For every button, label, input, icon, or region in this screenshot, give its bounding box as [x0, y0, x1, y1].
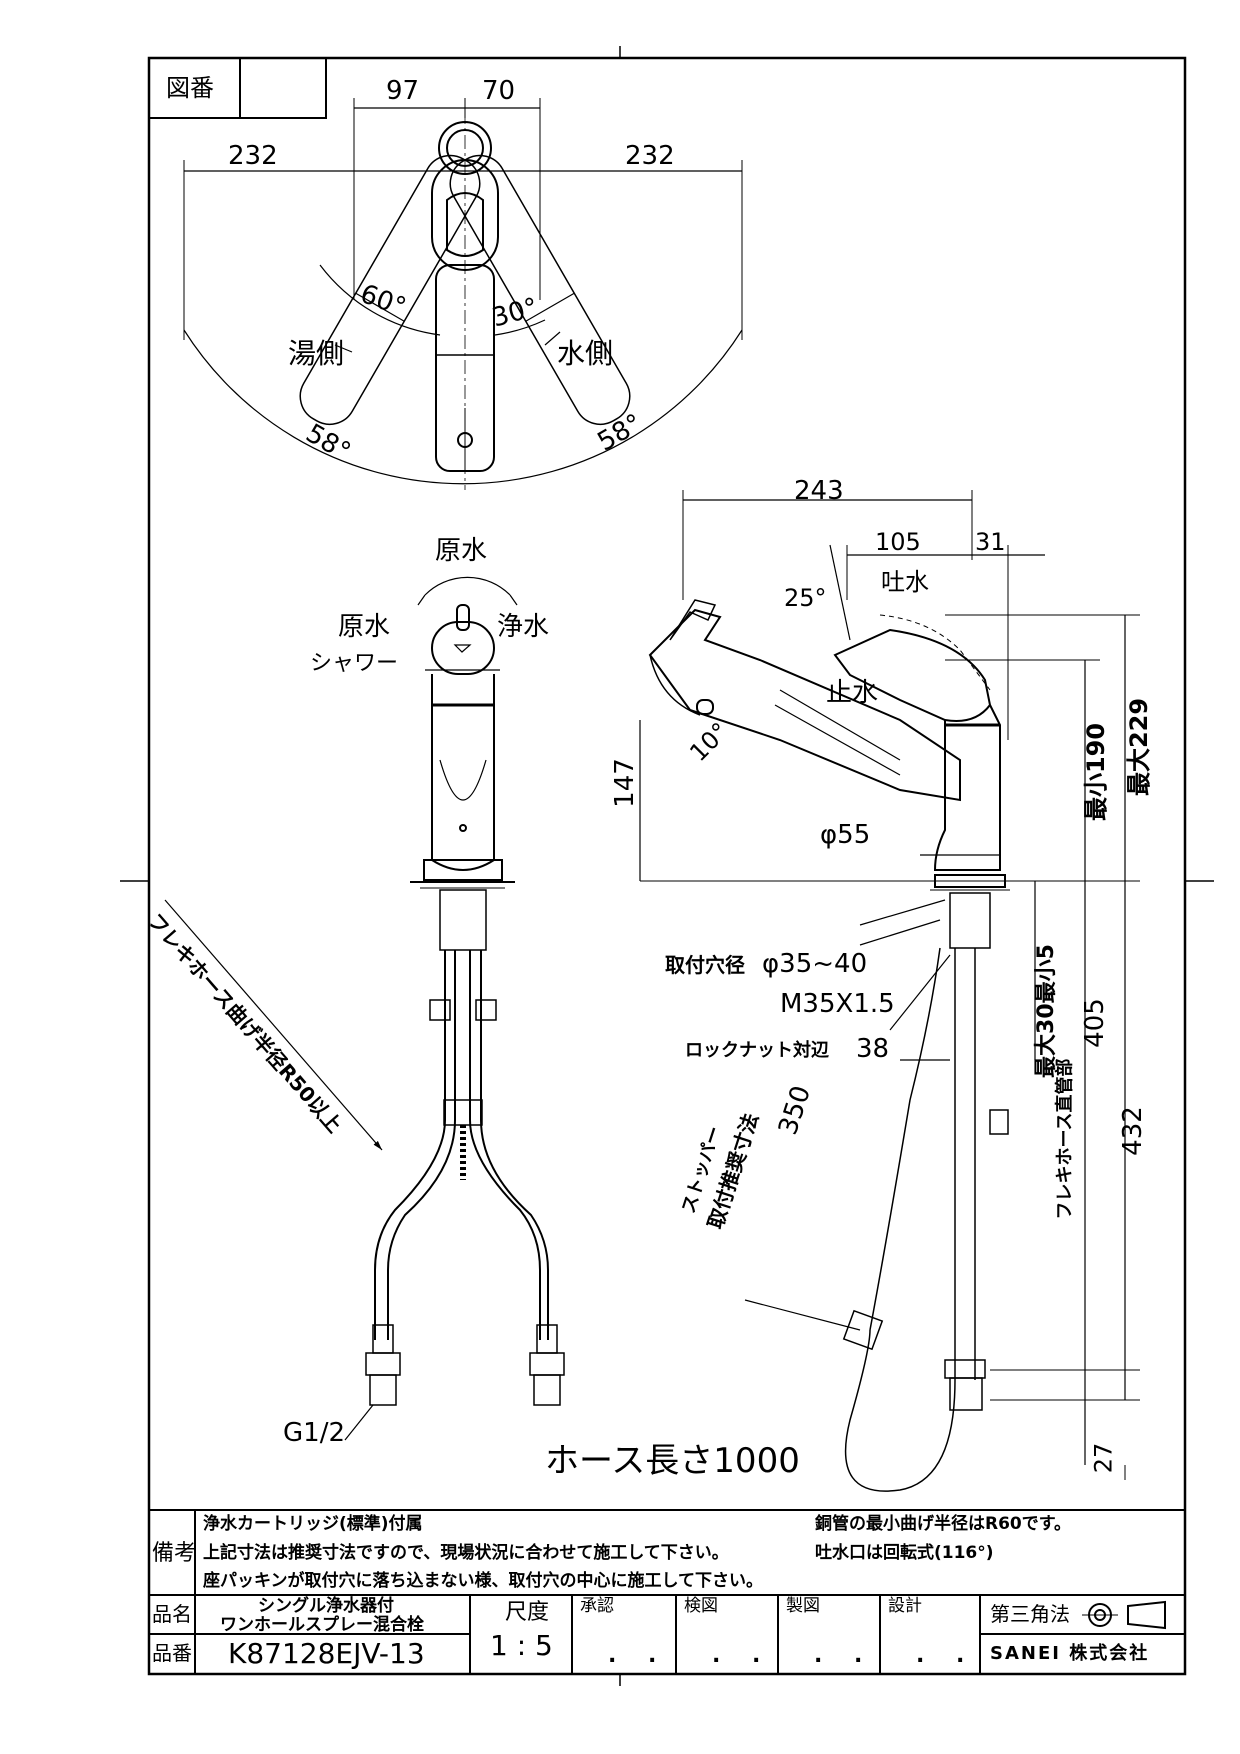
- purified-water-label: 浄水: [497, 612, 550, 642]
- locknut-label: ロックナット対辺: [685, 1040, 829, 1061]
- side-view: [639, 490, 1140, 1492]
- dim-31: 31: [975, 528, 1006, 556]
- drawing-number-label: 図番: [166, 74, 214, 102]
- locknut-value: 38: [856, 1034, 890, 1064]
- design-label: 設計: [888, 1596, 922, 1616]
- max-229: 最大229: [1125, 697, 1154, 797]
- dim-232-right: 232: [625, 141, 675, 171]
- drawing-border: [147, 56, 1187, 1676]
- design-date: . .: [916, 1643, 977, 1668]
- company-name: SANEI 株式会社: [990, 1643, 1150, 1664]
- dim-97: 97: [386, 76, 420, 106]
- dia-55: φ55: [820, 820, 871, 850]
- product-name-line-1: シングル浄水器付: [258, 1596, 394, 1616]
- check-date: . .: [712, 1643, 773, 1668]
- drawn-label: 製図: [786, 1596, 820, 1616]
- raw-water-top-label: 原水: [435, 536, 488, 566]
- note-right-2: 吐水口は回転式(116°): [815, 1543, 994, 1563]
- note-line-1: 浄水カートリッジ(標準)付属: [203, 1514, 423, 1534]
- product-number-label: 品番: [152, 1641, 192, 1665]
- dim-70: 70: [482, 76, 516, 106]
- product-name-line-2: ワンホールスプレー混合栓: [220, 1615, 424, 1635]
- spout-water-label: 吐水: [881, 568, 929, 596]
- note-right-1: 銅管の最小曲げ半径はR60です。: [815, 1514, 1072, 1534]
- raw-water-left-label: 原水: [338, 612, 391, 642]
- shower-label: シャワー: [310, 651, 399, 676]
- centering-marks: [120, 46, 1214, 1686]
- thread-spec: M35X1.5: [780, 989, 895, 1019]
- check-label: 検図: [684, 1596, 718, 1616]
- flex-straight-label: フレキホース直管部: [1054, 1058, 1076, 1220]
- dim-105: 105: [875, 528, 921, 556]
- stop-water-label: 止水: [826, 678, 879, 708]
- dim-27: 27: [1089, 1442, 1118, 1474]
- scale-value: 1 : 5: [490, 1629, 553, 1662]
- g-thread-label: G1/2: [283, 1418, 345, 1448]
- top-view: [183, 98, 743, 490]
- note-line-2: 上記寸法は推奨寸法ですので、現場状況に合わせて施工して下さい。: [203, 1543, 729, 1563]
- drawn-date: . .: [814, 1643, 875, 1668]
- scale-label: 尺度: [505, 1600, 550, 1625]
- projection-label: 第三角法: [990, 1602, 1070, 1626]
- angle-25: 25°: [784, 584, 827, 612]
- cold-side-label: 水側: [557, 337, 614, 370]
- drawing-number-box: [148, 57, 327, 119]
- dim-432: 432: [1117, 1106, 1148, 1156]
- product-number: K87128EJV-13: [228, 1637, 425, 1670]
- min-190: 最小190: [1082, 722, 1111, 822]
- product-name-label: 品名: [152, 1602, 192, 1626]
- note-line-3: 座パッキンが取付穴に落ち込まない様、取付穴の中心に施工して下さい。: [203, 1571, 763, 1591]
- hose-length-label: ホース長さ1000: [545, 1441, 800, 1481]
- hot-side-label: 湯側: [288, 337, 345, 370]
- dim-147: 147: [609, 758, 640, 808]
- mount-hole-value: φ35~40: [762, 949, 868, 979]
- front-view: [164, 576, 565, 1441]
- dim-405: 405: [1079, 998, 1110, 1048]
- notes-label: 備考: [152, 1541, 197, 1566]
- title-block-frame: [149, 1509, 1185, 1674]
- approve-label: 承認: [580, 1596, 614, 1616]
- approve-date: . .: [608, 1643, 669, 1668]
- dim-243: 243: [794, 476, 844, 506]
- mount-hole-label: 取付穴径: [665, 953, 745, 977]
- dim-232-left: 232: [228, 141, 278, 171]
